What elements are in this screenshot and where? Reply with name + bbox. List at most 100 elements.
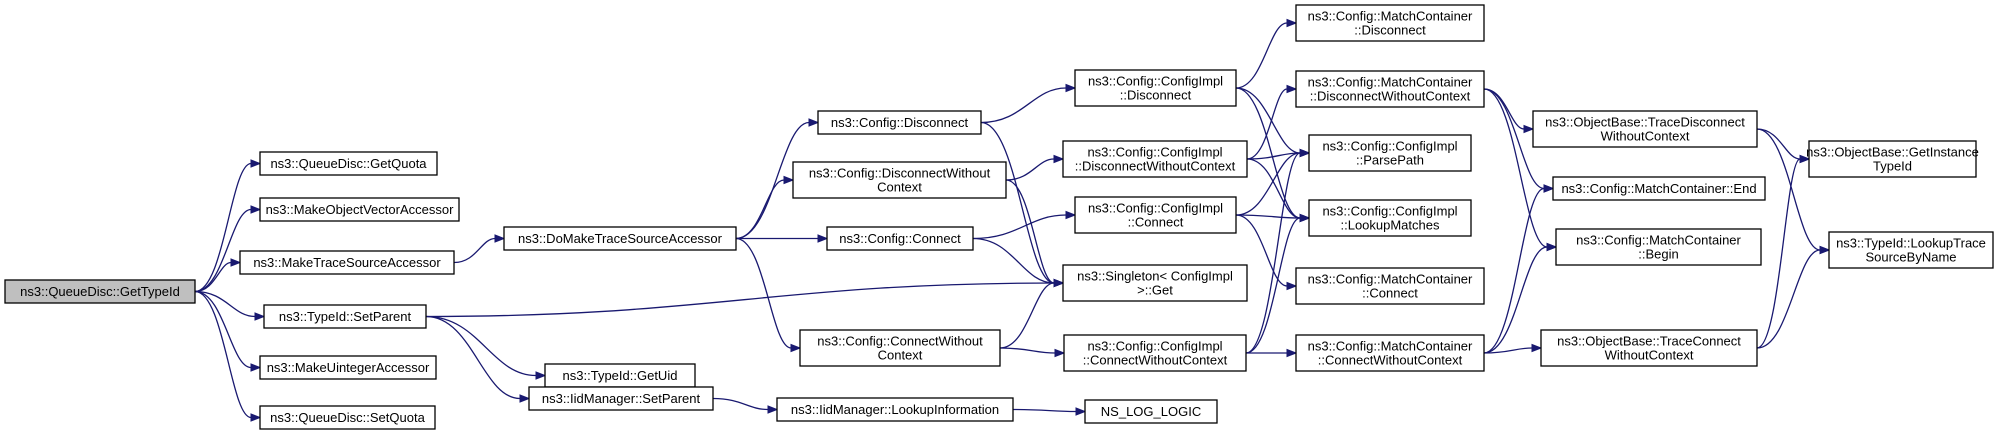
node-getQuota[interactable]: ns3::QueueDisc::GetQuota	[259, 151, 438, 176]
node-box	[817, 110, 982, 135]
node-label-line: ns3::Singleton< ConfigImpl	[1077, 269, 1233, 284]
node-implDiscWithout[interactable]: ns3::Config::ConfigImpl::DisconnectWitho…	[1062, 140, 1248, 178]
node-label-line: ns3::IidManager::LookupInformation	[791, 402, 999, 417]
node-mcConnect[interactable]: ns3::Config::MatchContainer::Connect	[1295, 267, 1485, 305]
node-label-line: ns3::Config::MatchContainer	[1308, 9, 1473, 24]
call-edge-implConnect-to-mcConnect	[1235, 214, 1298, 291]
node-label-line: ::DisconnectWithoutContext	[1310, 89, 1471, 104]
arrow-head-icon	[783, 175, 795, 185]
arrow-head-icon	[230, 258, 242, 267]
node-label-line: >::Get	[1137, 283, 1173, 298]
node-lookupMatches[interactable]: ns3::Config::ConfigImpl::LookupMatches	[1308, 199, 1472, 237]
call-edge-cfgConnWithout-to-singletonGet	[999, 278, 1065, 349]
node-label-line: ns3::Config::MatchContainer	[1308, 75, 1473, 90]
node-label-line: ns3::TypeId::SetParent	[279, 309, 412, 324]
call-edge-getTypeId-to-makeObjVec	[194, 205, 262, 293]
node-label-line: ::ConnectWithoutContext	[1318, 353, 1463, 368]
node-label-line: ns3::MakeTraceSourceAccessor	[253, 255, 441, 270]
arrow-head-icon	[1286, 281, 1298, 291]
node-label-line: ns3::Config::ConfigImpl	[1322, 139, 1457, 154]
node-label-line: ns3::Config::MatchContainer::End	[1561, 181, 1756, 196]
call-edge-mcConnWithout-to-mcBegin	[1483, 242, 1558, 354]
node-label-line: ::Connect	[1362, 286, 1418, 301]
call-edge-obTraceConn-to-lookupTraceSrc	[1756, 245, 1831, 349]
node-box	[259, 197, 460, 222]
node-implDisconnect[interactable]: ns3::Config::ConfigImpl::Disconnect	[1074, 69, 1237, 107]
node-label-line: ns3::ObjectBase::TraceDisconnect	[1545, 115, 1745, 130]
node-implConnWithout[interactable]: ns3::Config::ConfigImpl::ConnectWithoutC…	[1063, 334, 1247, 372]
call-edge-getTypeId-to-getQuota	[194, 159, 262, 293]
arrow-head-icon	[250, 413, 262, 422]
arrow-head-icon	[250, 363, 262, 372]
node-nsLogLogic[interactable]: NS_LOG_LOGIC	[1084, 399, 1218, 424]
call-edge-obTraceConn-to-obGetInstance	[1756, 154, 1811, 349]
call-edge-typeIdSetParent-to-iidSetParent	[425, 315, 531, 403]
node-label-line: Context	[878, 348, 923, 363]
arrow-head-icon	[254, 312, 266, 321]
node-makeUint[interactable]: ns3::MakeUintegerAccessor	[259, 355, 437, 380]
node-label-line: ::Disconnect	[1354, 23, 1426, 38]
node-label-line: ns3::Config::ConfigImpl	[1088, 74, 1223, 89]
node-mcDiscWithout[interactable]: ns3::Config::MatchContainer::DisconnectW…	[1295, 70, 1485, 108]
arrow-head-icon	[535, 371, 547, 380]
node-lookupInfo[interactable]: ns3::IidManager::LookupInformation	[776, 397, 1014, 422]
arrow-head-icon	[1531, 343, 1543, 353]
node-label-line: ns3::DoMakeTraceSourceAccessor	[518, 231, 723, 246]
call-edge-doMakeTrace-to-cfgConnect	[736, 234, 829, 243]
node-getUid[interactable]: ns3::TypeId::GetUid	[544, 363, 696, 388]
node-setQuota[interactable]: ns3::QueueDisc::SetQuota	[259, 405, 436, 430]
call-edge-implConnWithout-to-mcConnWithout	[1246, 348, 1298, 358]
node-doMakeTrace[interactable]: ns3::DoMakeTraceSourceAccessor	[503, 226, 737, 251]
node-mcDisconnect[interactable]: ns3::Config::MatchContainer::Disconnect	[1295, 4, 1485, 42]
node-box	[1532, 110, 1758, 148]
node-label-line: ::DisconnectWithoutContext	[1075, 159, 1236, 174]
node-mcEnd[interactable]: ns3::Config::MatchContainer::End	[1552, 176, 1766, 201]
arrow-head-icon	[1075, 407, 1087, 416]
arrow-head-icon	[1286, 84, 1298, 94]
node-label-line: ::LookupMatches	[1340, 218, 1440, 233]
node-label-line: ns3::Config::Connect	[839, 231, 961, 246]
node-label-line: ::ParsePath	[1356, 153, 1424, 168]
node-box	[259, 405, 436, 430]
node-implConnect[interactable]: ns3::Config::ConfigImpl::Connect	[1074, 196, 1237, 234]
call-edge-getTypeId-to-makeTrace	[194, 258, 242, 293]
node-getTypeId[interactable]: ns3::QueueDisc::GetTypeId	[4, 279, 196, 304]
node-box	[1552, 176, 1766, 201]
call-edge-implDiscWithout-to-lookupMatches	[1246, 158, 1311, 223]
node-cfgConnWithout[interactable]: ns3::Config::ConnectWithoutContext	[799, 329, 1001, 367]
node-typeIdSetParent[interactable]: ns3::TypeId::SetParent	[263, 304, 427, 329]
node-makeObjVec[interactable]: ns3::MakeObjectVectorAccessor	[259, 197, 460, 222]
node-parsePath[interactable]: ns3::Config::ConfigImpl::ParsePath	[1308, 134, 1472, 172]
arrow-head-icon	[250, 159, 262, 168]
node-cfgConnect[interactable]: ns3::Config::Connect	[826, 226, 974, 251]
node-label-line: ns3::Config::ConnectWithout	[817, 334, 983, 349]
node-label-line: ns3::Config::ConfigImpl	[1322, 204, 1457, 219]
node-mcBegin[interactable]: ns3::Config::MatchContainer::Begin	[1555, 228, 1762, 266]
arrow-head-icon	[250, 205, 262, 214]
call-edge-mcConnWithout-to-mcEnd	[1483, 184, 1555, 354]
node-box	[1308, 199, 1472, 237]
node-box	[1555, 228, 1762, 266]
node-label-line: ns3::Config::MatchContainer	[1308, 272, 1473, 287]
node-makeTrace[interactable]: ns3::MakeTraceSourceAccessor	[239, 250, 455, 275]
node-label-line: ns3::Config::DisconnectWithout	[809, 166, 991, 181]
node-label-line: ns3::Config::ConfigImpl	[1087, 145, 1222, 160]
arrow-head-icon	[1286, 18, 1298, 28]
node-box	[799, 329, 1001, 367]
node-obTraceConn[interactable]: ns3::ObjectBase::TraceConnectWithoutCont…	[1540, 329, 1758, 367]
node-label-line: SourceByName	[1865, 250, 1956, 265]
node-iidSetParent[interactable]: ns3::IidManager::SetParent	[528, 386, 714, 411]
node-singletonGet[interactable]: ns3::Singleton< ConfigImpl >::Get	[1062, 264, 1248, 302]
node-cfgDisconnect[interactable]: ns3::Config::Disconnect	[817, 110, 982, 135]
node-mcConnWithout[interactable]: ns3::Config::MatchContainer::ConnectWith…	[1295, 334, 1485, 372]
node-box	[1308, 134, 1472, 172]
node-label-line: Context	[877, 180, 922, 195]
arrow-head-icon	[1299, 213, 1311, 223]
node-cfgDiscWithout[interactable]: ns3::Config::DisconnectWithoutContext	[792, 161, 1007, 199]
arrow-head-icon	[1543, 184, 1555, 193]
call-edge-cfgConnWithout-to-implConnWithout	[999, 347, 1066, 358]
node-obTraceDisc[interactable]: ns3::ObjectBase::TraceDisconnectWithoutC…	[1532, 110, 1758, 148]
node-box	[776, 397, 1014, 422]
